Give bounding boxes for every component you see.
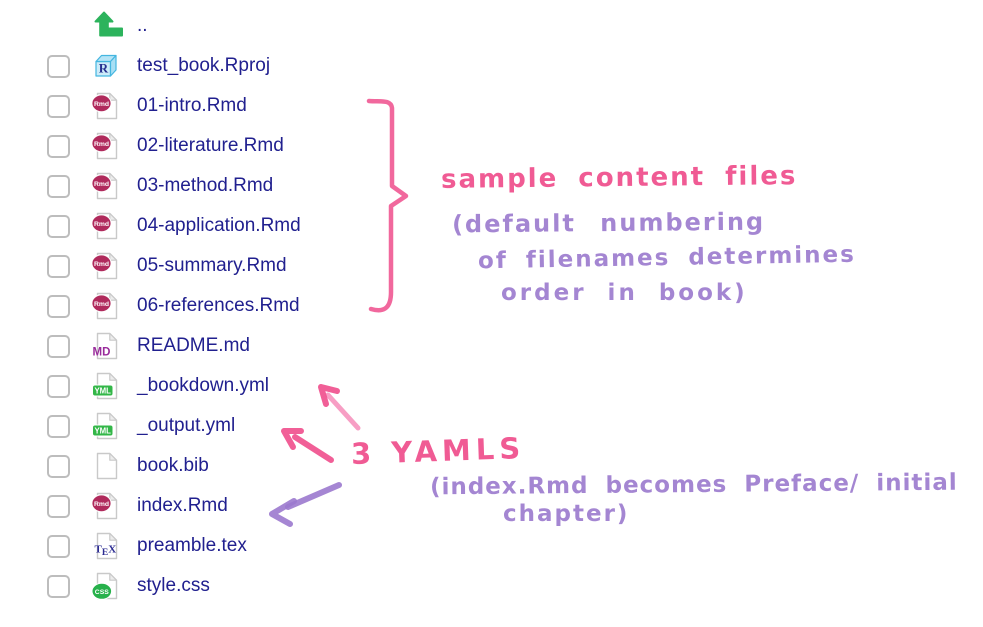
rmd-file-icon: Rmd — [91, 491, 121, 521]
file-checkbox[interactable] — [47, 575, 70, 598]
file-link[interactable]: 02-literature.Rmd — [137, 135, 284, 156]
up-arrow-icon — [93, 10, 123, 40]
file-link[interactable]: index.Rmd — [137, 495, 228, 516]
svg-text:Rmd: Rmd — [94, 221, 109, 228]
file-checkbox[interactable] — [47, 535, 70, 558]
file-link[interactable]: 06-references.Rmd — [137, 295, 300, 316]
file-link[interactable]: style.css — [137, 575, 210, 596]
file-checkbox[interactable] — [47, 95, 70, 118]
file-row: Rmd 03-method.Rmd — [0, 166, 983, 206]
parent-directory-row: .. — [0, 6, 983, 46]
file-row: Rmd 05-summary.Rmd — [0, 246, 983, 286]
plain-file-icon — [91, 451, 121, 481]
file-row: Rmd 02-literature.Rmd — [0, 126, 983, 166]
tex-file-icon: TEX — [91, 531, 121, 561]
file-link[interactable]: README.md — [137, 335, 250, 356]
md-file-icon: MD — [91, 331, 121, 361]
svg-text:Rmd: Rmd — [94, 261, 109, 268]
file-link[interactable]: preamble.tex — [137, 535, 247, 556]
parent-directory-link[interactable]: .. — [137, 15, 148, 36]
file-link[interactable]: _output.yml — [137, 415, 236, 436]
css-file-icon: CSS — [91, 571, 121, 601]
file-link[interactable]: book.bib — [137, 455, 209, 476]
yml-file-icon: YML — [91, 411, 121, 441]
rmd-file-icon: Rmd — [91, 91, 121, 121]
rmd-file-icon: Rmd — [91, 291, 121, 321]
file-row: Rmd 06-references.Rmd — [0, 286, 983, 326]
svg-text:YML: YML — [94, 427, 111, 436]
file-checkbox[interactable] — [47, 375, 70, 398]
file-checkbox[interactable] — [47, 455, 70, 478]
svg-text:YML: YML — [94, 387, 111, 396]
svg-text:CSS: CSS — [95, 589, 109, 596]
svg-text:Rmd: Rmd — [94, 301, 109, 308]
file-row: Rmd 01-intro.Rmd — [0, 86, 983, 126]
file-row: YML _output.yml — [0, 406, 983, 446]
svg-text:Rmd: Rmd — [94, 501, 109, 508]
file-row: MD README.md — [0, 326, 983, 366]
file-checkbox[interactable] — [47, 335, 70, 358]
file-checkbox[interactable] — [47, 55, 70, 78]
svg-text:Rmd: Rmd — [94, 101, 109, 108]
file-link[interactable]: 01-intro.Rmd — [137, 95, 247, 116]
file-row: Rmd index.Rmd — [0, 486, 983, 526]
rmd-file-icon: Rmd — [91, 251, 121, 281]
file-checkbox[interactable] — [47, 495, 70, 518]
file-row: TEX preamble.tex — [0, 526, 983, 566]
svg-text:Rmd: Rmd — [94, 141, 109, 148]
svg-text:R: R — [99, 61, 109, 76]
file-checkbox[interactable] — [47, 175, 70, 198]
rmd-file-icon: Rmd — [91, 211, 121, 241]
rmd-file-icon: Rmd — [91, 171, 121, 201]
file-checkbox[interactable] — [47, 215, 70, 238]
file-link[interactable]: _bookdown.yml — [137, 375, 270, 396]
file-row: book.bib — [0, 446, 983, 486]
file-row: CSS style.css — [0, 566, 983, 606]
svg-text:MD: MD — [93, 347, 111, 359]
file-checkbox[interactable] — [47, 135, 70, 158]
file-checkbox[interactable] — [47, 295, 70, 318]
file-link[interactable]: test_book.Rproj — [137, 55, 271, 76]
yml-file-icon: YML — [91, 371, 121, 401]
file-link[interactable]: 05-summary.Rmd — [137, 255, 287, 276]
file-checkbox[interactable] — [47, 415, 70, 438]
svg-text:TEX: TEX — [95, 544, 117, 559]
file-checkbox[interactable] — [47, 255, 70, 278]
file-row: YML _bookdown.yml — [0, 366, 983, 406]
file-link[interactable]: 03-method.Rmd — [137, 175, 274, 196]
rmd-file-icon: Rmd — [91, 131, 121, 161]
svg-text:Rmd: Rmd — [94, 181, 109, 188]
file-link[interactable]: 04-application.Rmd — [137, 215, 301, 236]
file-row: Rmd 04-application.Rmd — [0, 206, 983, 246]
rproj-file-icon: R — [91, 51, 121, 81]
